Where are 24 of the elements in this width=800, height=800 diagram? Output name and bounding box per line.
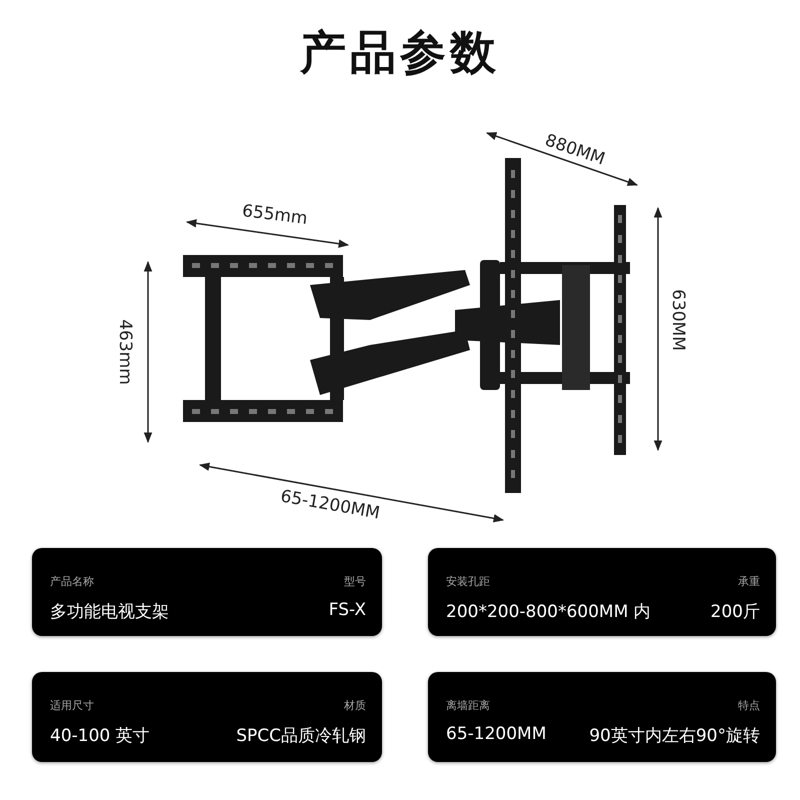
spec-card: [428, 672, 776, 762]
spec-card: [428, 548, 776, 636]
dimension-label: 463mm: [114, 319, 135, 385]
field-value: 200斤: [710, 601, 760, 623]
field-value: 40-100 英寸: [50, 725, 150, 747]
field-value: 90英寸内左右90°旋转: [589, 725, 760, 747]
page-title: 产品参数: [298, 24, 501, 81]
field-label: 承重: [738, 574, 760, 589]
field-label: 特点: [738, 698, 760, 713]
field-label: 离墙距离: [446, 698, 490, 713]
field-label: 安装孔距: [446, 574, 490, 589]
field-value: 65-1200MM: [446, 724, 546, 744]
spec-card: [32, 672, 382, 762]
spec-card: [32, 548, 382, 636]
field-value: FS-X: [328, 600, 366, 620]
field-label: 适用尺寸: [50, 698, 94, 713]
field-label: 产品名称: [50, 574, 94, 589]
field-value: 200*200-800*600MM 内: [446, 601, 651, 623]
dimension-label: 655mm: [241, 201, 309, 229]
field-label: 型号: [344, 574, 366, 589]
field-value: SPCC品质冷轧钢: [236, 725, 366, 747]
field-value: 多功能电视支架: [50, 601, 169, 623]
dimension-label: 630MM: [668, 289, 688, 351]
field-label: 材质: [344, 698, 366, 713]
